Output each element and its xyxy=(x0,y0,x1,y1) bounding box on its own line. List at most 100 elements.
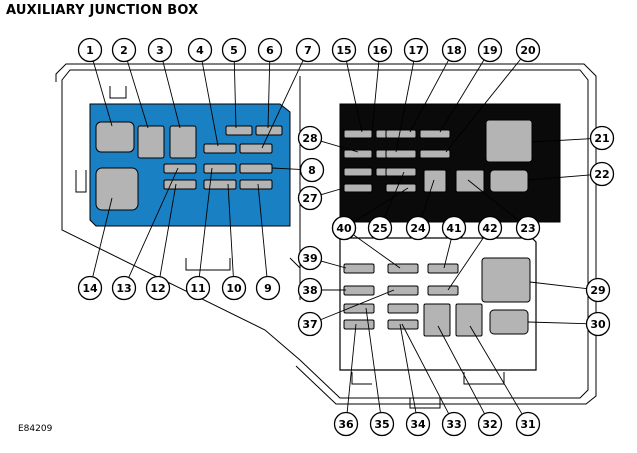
fuse-27 xyxy=(343,167,373,177)
leader-line-35 xyxy=(365,307,381,413)
callout-circle-24 xyxy=(405,215,431,241)
callout-21: 21 xyxy=(589,125,615,151)
callout-circle-3 xyxy=(147,37,173,63)
leader-line-33 xyxy=(401,323,449,414)
callout-3: 3 xyxy=(147,37,173,63)
callout-42: 42 xyxy=(477,215,503,241)
leader-line-2 xyxy=(127,61,149,129)
leader-line-27 xyxy=(321,187,345,196)
relay-21 xyxy=(485,119,533,163)
callout-label-7: 7 xyxy=(304,44,312,57)
fuse-5 xyxy=(225,125,253,136)
callout-circle-6 xyxy=(257,37,283,63)
callout-30: 30 xyxy=(585,311,611,337)
callout-28: 28 xyxy=(297,125,323,151)
leader-line-18 xyxy=(409,60,449,133)
callout-label-18: 18 xyxy=(446,44,461,57)
fuse-4 xyxy=(203,143,237,154)
leader-line-22 xyxy=(527,174,591,181)
leader-line-41 xyxy=(443,239,452,269)
callout-circle-40 xyxy=(331,215,357,241)
callout-label-12: 12 xyxy=(150,282,165,295)
leader-line-28 xyxy=(321,140,359,153)
relay-1 xyxy=(95,121,135,153)
leader-line-6 xyxy=(267,61,271,129)
leader-line-24 xyxy=(421,179,435,217)
callout-label-41: 41 xyxy=(446,222,461,235)
callout-label-33: 33 xyxy=(446,418,461,431)
leader-line-11 xyxy=(198,167,213,277)
callout-label-9: 9 xyxy=(264,282,272,295)
callout-circle-42 xyxy=(477,215,503,241)
callout-label-27: 27 xyxy=(302,192,317,205)
callout-circle-10 xyxy=(221,275,247,301)
callout-circle-22 xyxy=(589,161,615,187)
callout-circle-39 xyxy=(297,245,323,271)
leader-line-34 xyxy=(399,323,417,413)
leader-line-37 xyxy=(320,289,395,320)
relay-24 xyxy=(423,169,447,193)
callout-33: 33 xyxy=(441,411,467,437)
callout-11: 11 xyxy=(185,275,211,301)
figure-reference: E84209 xyxy=(18,424,53,434)
callout-label-17: 17 xyxy=(408,44,423,57)
leader-line-31 xyxy=(469,325,523,414)
callout-37: 37 xyxy=(297,311,323,337)
fuse-40 xyxy=(387,263,419,274)
callout-41: 41 xyxy=(441,215,467,241)
callout-24: 24 xyxy=(405,215,431,241)
callout-circle-17 xyxy=(403,37,429,63)
fuse-38 xyxy=(343,285,375,296)
fuse-25a xyxy=(385,167,417,177)
leader-line-32 xyxy=(437,325,485,414)
callout-36: 36 xyxy=(333,411,359,437)
callout-circle-5 xyxy=(221,37,247,63)
leader-line-19 xyxy=(439,60,485,133)
callout-4: 4 xyxy=(187,37,213,63)
leader-line-15 xyxy=(346,61,363,133)
callout-27: 27 xyxy=(297,185,323,211)
callout-label-28: 28 xyxy=(302,132,317,145)
callout-35: 35 xyxy=(369,411,395,437)
callout-circle-37 xyxy=(297,311,323,337)
callout-13: 13 xyxy=(111,275,137,301)
callout-label-42: 42 xyxy=(482,222,497,235)
relay-32 xyxy=(423,303,451,337)
callout-10: 10 xyxy=(221,275,247,301)
fuse-17 xyxy=(385,129,417,139)
callout-circle-8 xyxy=(299,157,325,183)
callout-15: 15 xyxy=(331,37,357,63)
callout-29: 29 xyxy=(585,277,611,303)
callout-label-37: 37 xyxy=(302,318,317,331)
callout-circle-1 xyxy=(77,37,103,63)
callout-label-40: 40 xyxy=(336,222,352,235)
callout-label-31: 31 xyxy=(520,418,535,431)
leader-line-12 xyxy=(159,183,177,277)
callout-label-11: 11 xyxy=(190,282,205,295)
fuse-15 xyxy=(343,129,373,139)
leader-line-29 xyxy=(529,281,587,290)
callout-9: 9 xyxy=(255,275,281,301)
relay-29 xyxy=(481,257,531,303)
page-title: AUXILIARY JUNCTION BOX xyxy=(6,3,199,18)
callout-12: 12 xyxy=(145,275,171,301)
fuse-41 xyxy=(427,263,459,274)
callout-label-19: 19 xyxy=(482,44,497,57)
callout-34: 34 xyxy=(405,411,431,437)
leader-line-3 xyxy=(162,61,181,129)
callout-label-20: 20 xyxy=(520,44,536,57)
relay-23 xyxy=(455,169,485,193)
fuse-39 xyxy=(343,263,375,274)
fuse-42 xyxy=(427,285,459,296)
callout-23: 23 xyxy=(515,215,541,241)
fuse-37 xyxy=(387,285,419,296)
leader-line-26 xyxy=(353,187,409,223)
relay-3 xyxy=(169,125,197,159)
relay-14 xyxy=(95,167,139,211)
callout-label-32: 32 xyxy=(482,418,497,431)
callout-circle-12 xyxy=(145,275,171,301)
callout-label-16: 16 xyxy=(372,44,388,57)
callout-17: 17 xyxy=(403,37,429,63)
callout-circle-19 xyxy=(477,37,503,63)
